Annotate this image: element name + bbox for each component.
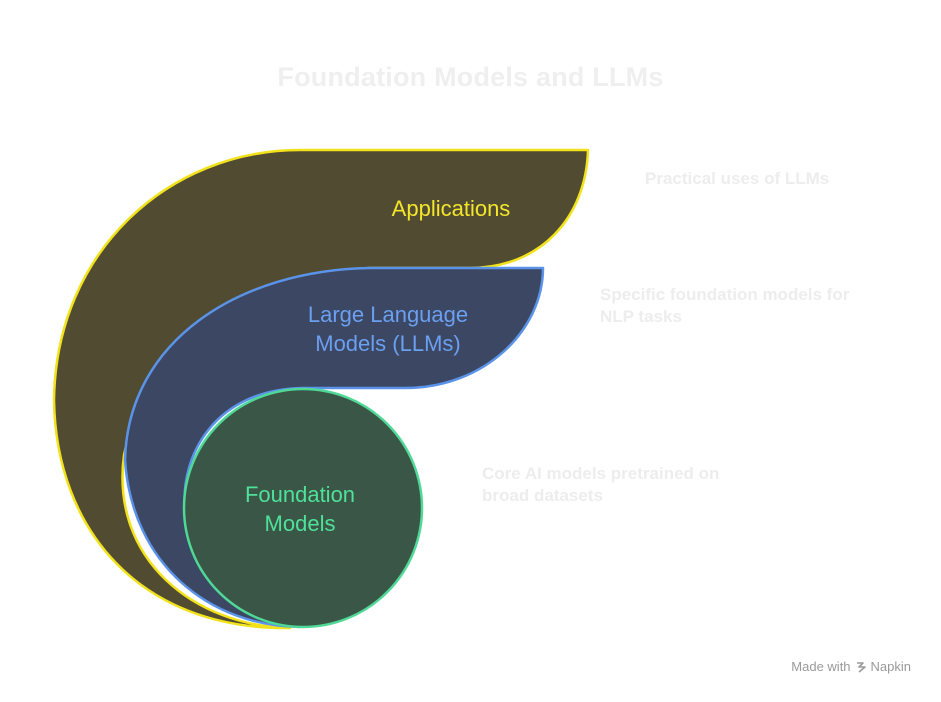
foundation-models-description: Core AI models pretrained on broad datas… <box>482 464 720 505</box>
applications-label: Applications <box>391 196 511 221</box>
applications-description: Practical uses of LLMs <box>645 169 830 188</box>
napkin-logo-icon <box>856 661 866 673</box>
made-with-napkin-footer[interactable]: Made with Napkin <box>791 659 911 674</box>
footer-made-with-text: Made with <box>791 659 851 674</box>
foundation-models-circle <box>182 387 424 629</box>
llm-label: Large Language Models (LLMs) <box>307 302 469 356</box>
diagram-title: Foundation Models and LLMs <box>277 62 664 92</box>
footer-brand-text: Napkin <box>870 659 911 674</box>
llm-description: Specific foundation models for NLP tasks <box>600 285 850 326</box>
foundation-models-label: Foundation Models <box>244 482 356 536</box>
